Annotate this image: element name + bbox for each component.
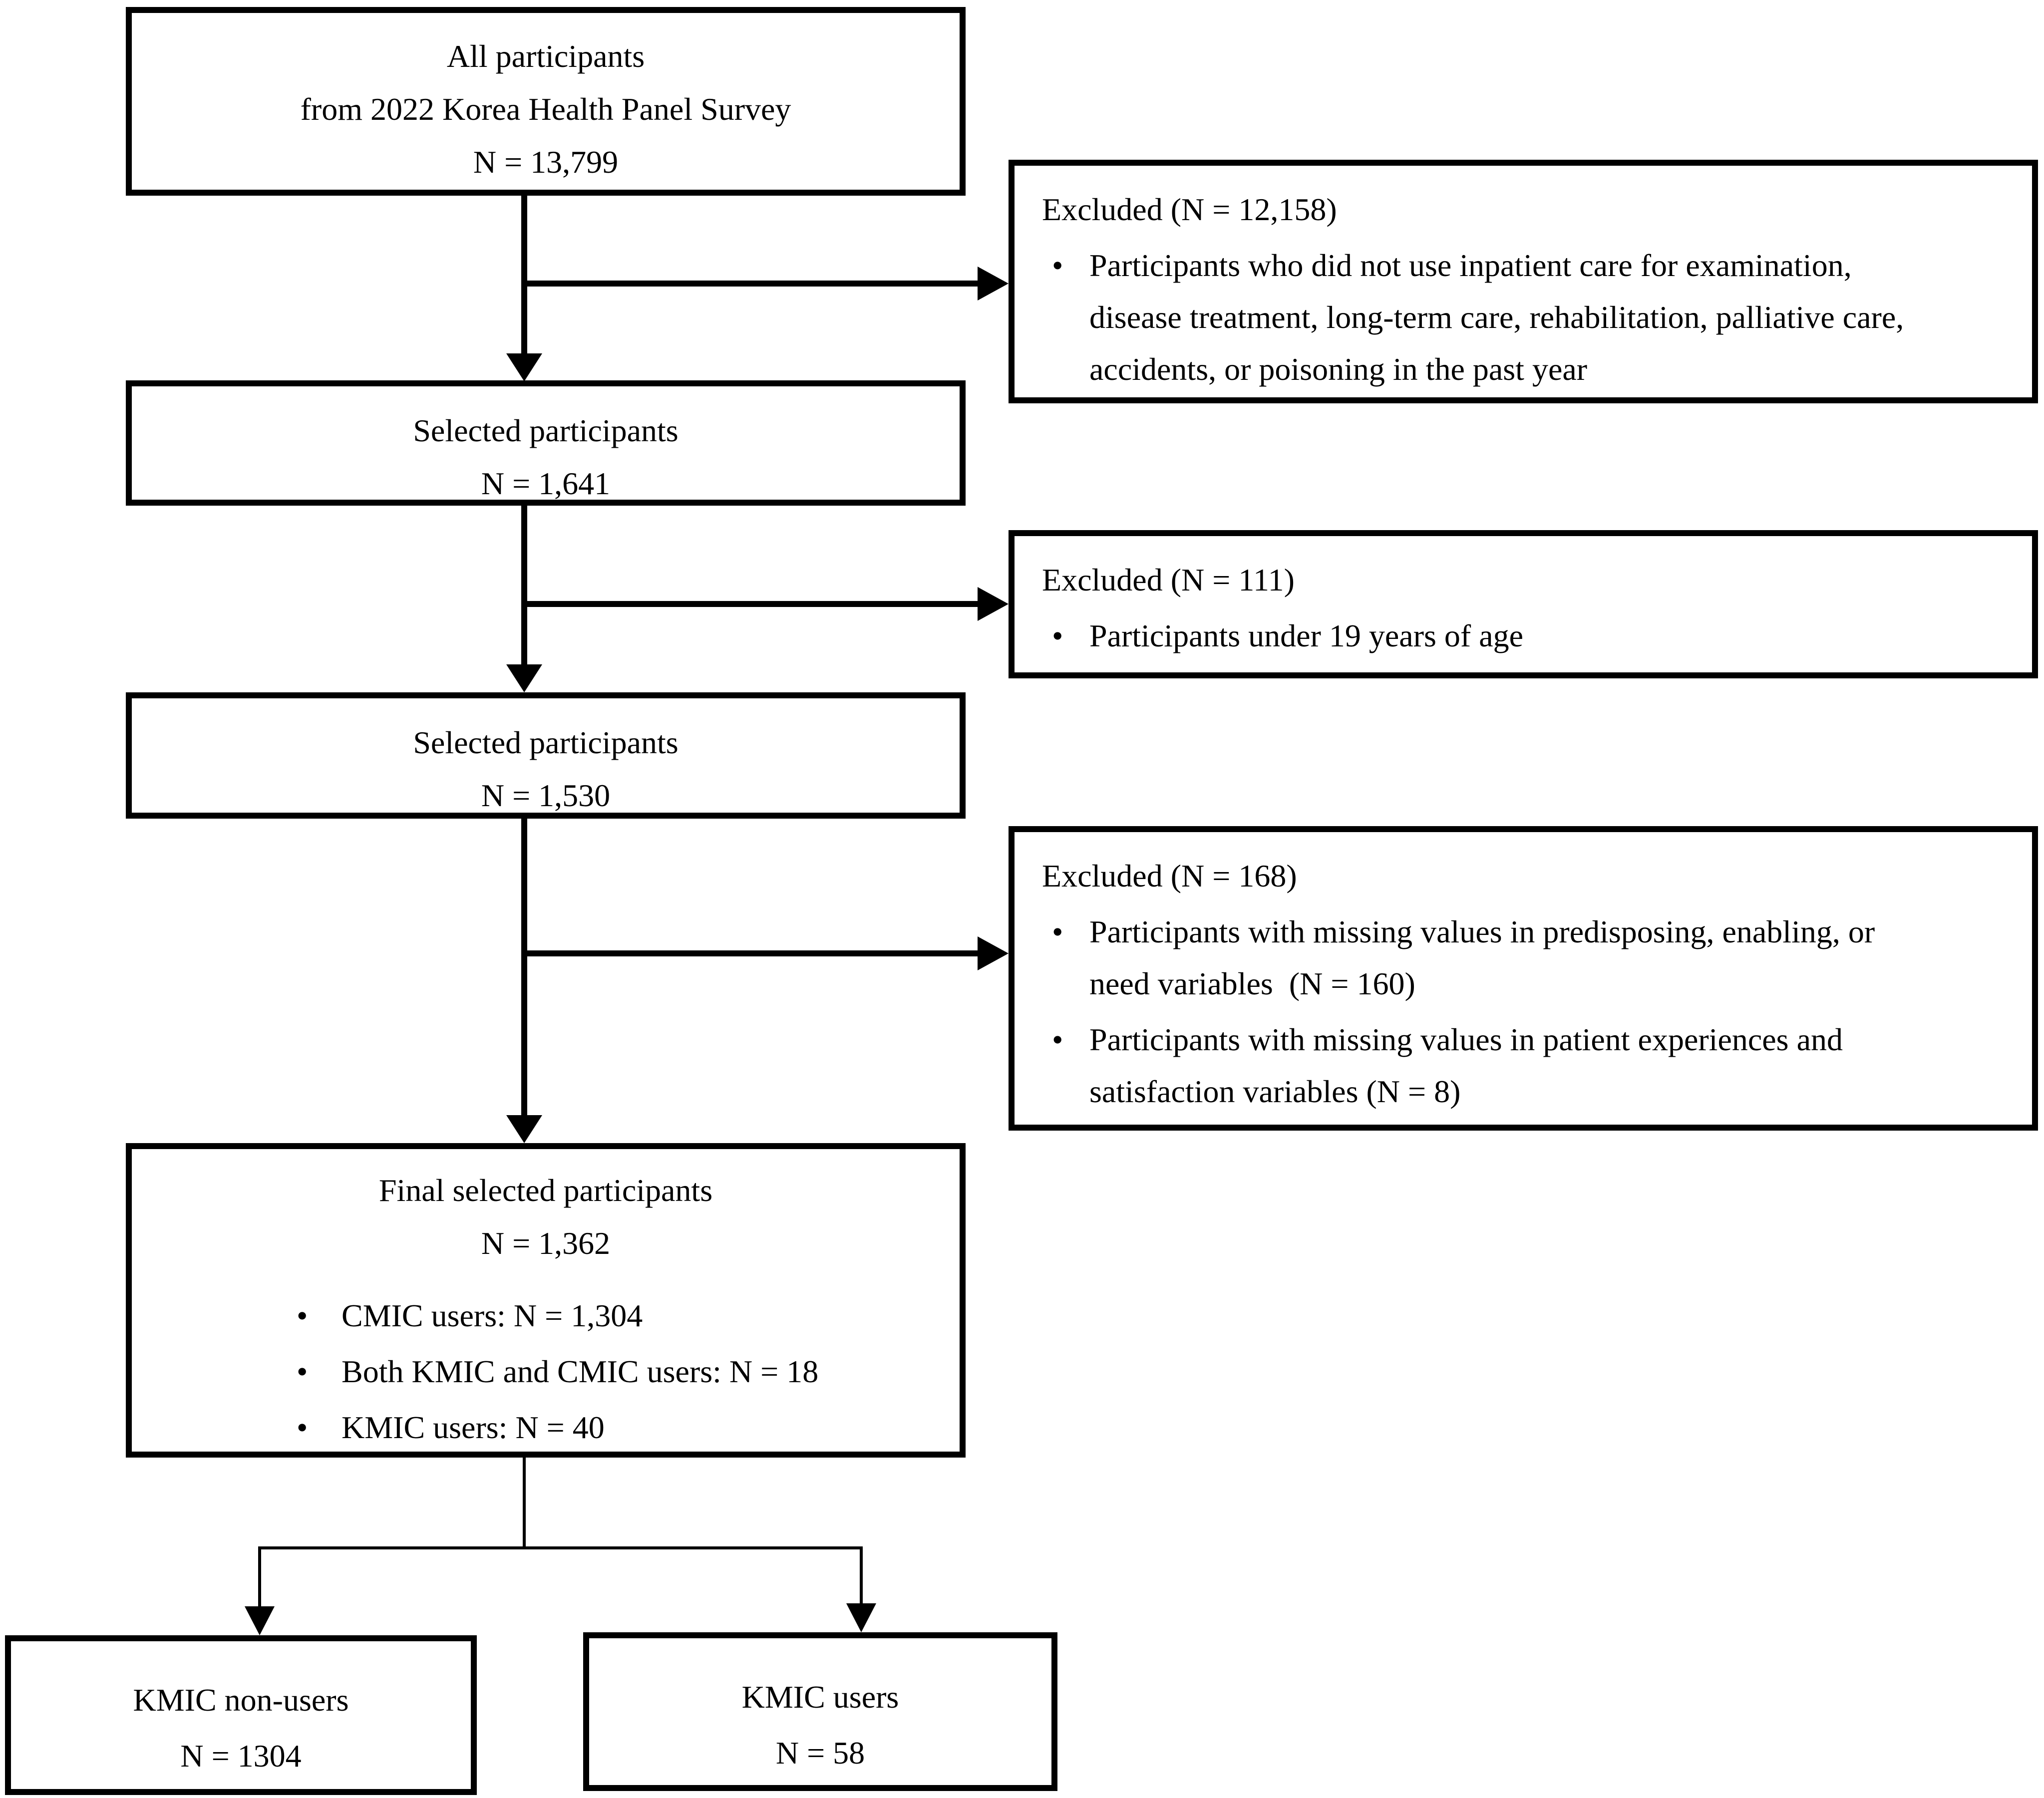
excluded-title: Excluded (N = 111) bbox=[1042, 562, 1295, 598]
excluded-title: Excluded (N = 168) bbox=[1042, 858, 1297, 894]
arrowhead-down-icon bbox=[506, 1115, 542, 1143]
box-selected-1: Selected participants N = 1,641 bbox=[126, 380, 966, 506]
connector-line bbox=[521, 506, 527, 665]
final-bullet-list: • CMIC users: N = 1,304 • Both KMIC and … bbox=[132, 1288, 960, 1456]
bullet-text: Participants with missing values in pati… bbox=[1089, 1014, 2032, 1118]
bullet-line: need variables (N = 160) bbox=[1089, 966, 1415, 1001]
bullet-dot-icon: • bbox=[297, 1298, 308, 1333]
box-line: Selected participants bbox=[413, 413, 679, 448]
arrowhead-down-icon bbox=[506, 664, 542, 692]
box-line: N = 13,799 bbox=[473, 144, 619, 180]
bullet-line: satisfaction variables (N = 8) bbox=[1089, 1074, 1461, 1109]
bullet-dot-icon: • bbox=[1052, 248, 1063, 283]
box-final-selected: Final selected participants N = 1,362 • … bbox=[126, 1143, 966, 1458]
box-line: Final selected participants bbox=[378, 1173, 713, 1208]
connector-line bbox=[258, 1546, 863, 1549]
connector-line bbox=[521, 281, 979, 287]
box-excluded-3: Excluded (N = 168) • Participants with m… bbox=[1009, 826, 2038, 1131]
connector-line bbox=[860, 1546, 863, 1604]
box-all-participants: All participants from 2022 Korea Health … bbox=[126, 7, 966, 196]
bullet-text: Participants who did not use inpatient c… bbox=[1089, 240, 2032, 395]
bullet-item: • Participants who did not use inpatient… bbox=[1015, 240, 2032, 395]
bullet-line: Participants with missing values in pati… bbox=[1089, 1022, 1843, 1057]
bullet-dot-icon: • bbox=[297, 1410, 308, 1445]
box-line: N = 1,530 bbox=[481, 778, 611, 813]
bullet-item: • Participants with missing values in pr… bbox=[1015, 906, 2032, 1010]
arrowhead-down-icon bbox=[506, 353, 542, 381]
box-line: N = 1304 bbox=[180, 1738, 302, 1774]
connector-line bbox=[521, 196, 527, 355]
bullet-text: Participants with missing values in pred… bbox=[1089, 906, 2032, 1010]
bullet-line: Participants under 19 years of age bbox=[1089, 618, 1524, 653]
box-excluded-1: Excluded (N = 12,158) • Participants who… bbox=[1009, 160, 2038, 403]
box-line: N = 1,641 bbox=[481, 466, 611, 501]
connector-line bbox=[258, 1546, 261, 1607]
bullet-dot-icon: • bbox=[1052, 618, 1063, 653]
bullet-line: disease treatment, long-term care, rehab… bbox=[1089, 300, 1904, 335]
connector-line bbox=[523, 1458, 526, 1548]
bullet-dot-icon: • bbox=[1052, 1022, 1063, 1057]
box-excluded-2: Excluded (N = 111) • Participants under … bbox=[1009, 530, 2038, 678]
arrowhead-right-icon bbox=[978, 936, 1009, 970]
bullet-item: • Participants with missing values in pa… bbox=[1015, 1014, 2032, 1118]
bullet-item: • CMIC users: N = 1,304 bbox=[132, 1288, 960, 1344]
box-line: All participants bbox=[446, 38, 645, 74]
arrowhead-right-icon bbox=[978, 587, 1009, 621]
bullet-item: • KMIC users: N = 40 bbox=[132, 1400, 960, 1456]
bullet-dot-icon: • bbox=[1052, 914, 1063, 949]
connector-line bbox=[521, 950, 979, 956]
connector-line bbox=[521, 819, 527, 1116]
box-line: KMIC non-users bbox=[133, 1682, 349, 1718]
bullet-line: Both KMIC and CMIC users: N = 18 bbox=[341, 1354, 819, 1389]
connector-line bbox=[521, 601, 979, 607]
box-line: Selected participants bbox=[413, 725, 679, 760]
bullet-item: • Both KMIC and CMIC users: N = 18 bbox=[132, 1344, 960, 1400]
bullet-text: Participants under 19 years of age bbox=[1089, 610, 2032, 662]
bullet-dot-icon: • bbox=[297, 1354, 308, 1389]
bullet-line: Participants who did not use inpatient c… bbox=[1089, 248, 1852, 283]
arrowhead-down-icon bbox=[245, 1606, 275, 1635]
bullet-line: Participants with missing values in pred… bbox=[1089, 914, 1875, 949]
arrowhead-down-icon bbox=[846, 1603, 876, 1632]
box-line: N = 58 bbox=[775, 1735, 865, 1771]
arrowhead-right-icon bbox=[978, 267, 1009, 300]
bullet-line: CMIC users: N = 1,304 bbox=[341, 1298, 643, 1333]
box-line: KMIC users bbox=[741, 1679, 899, 1715]
box-line: N = 1,362 bbox=[481, 1225, 611, 1261]
bullet-line: accidents, or poisoning in the past year bbox=[1089, 351, 1588, 387]
box-kmic-users: KMIC users N = 58 bbox=[583, 1632, 1057, 1791]
box-line: from 2022 Korea Health Panel Survey bbox=[300, 91, 791, 127]
excluded-title: Excluded (N = 12,158) bbox=[1042, 192, 1337, 227]
bullet-item: • Participants under 19 years of age bbox=[1015, 610, 2032, 662]
bullet-line: KMIC users: N = 40 bbox=[341, 1410, 605, 1445]
box-kmic-non-users: KMIC non-users N = 1304 bbox=[5, 1635, 477, 1795]
box-selected-2: Selected participants N = 1,530 bbox=[126, 692, 966, 819]
